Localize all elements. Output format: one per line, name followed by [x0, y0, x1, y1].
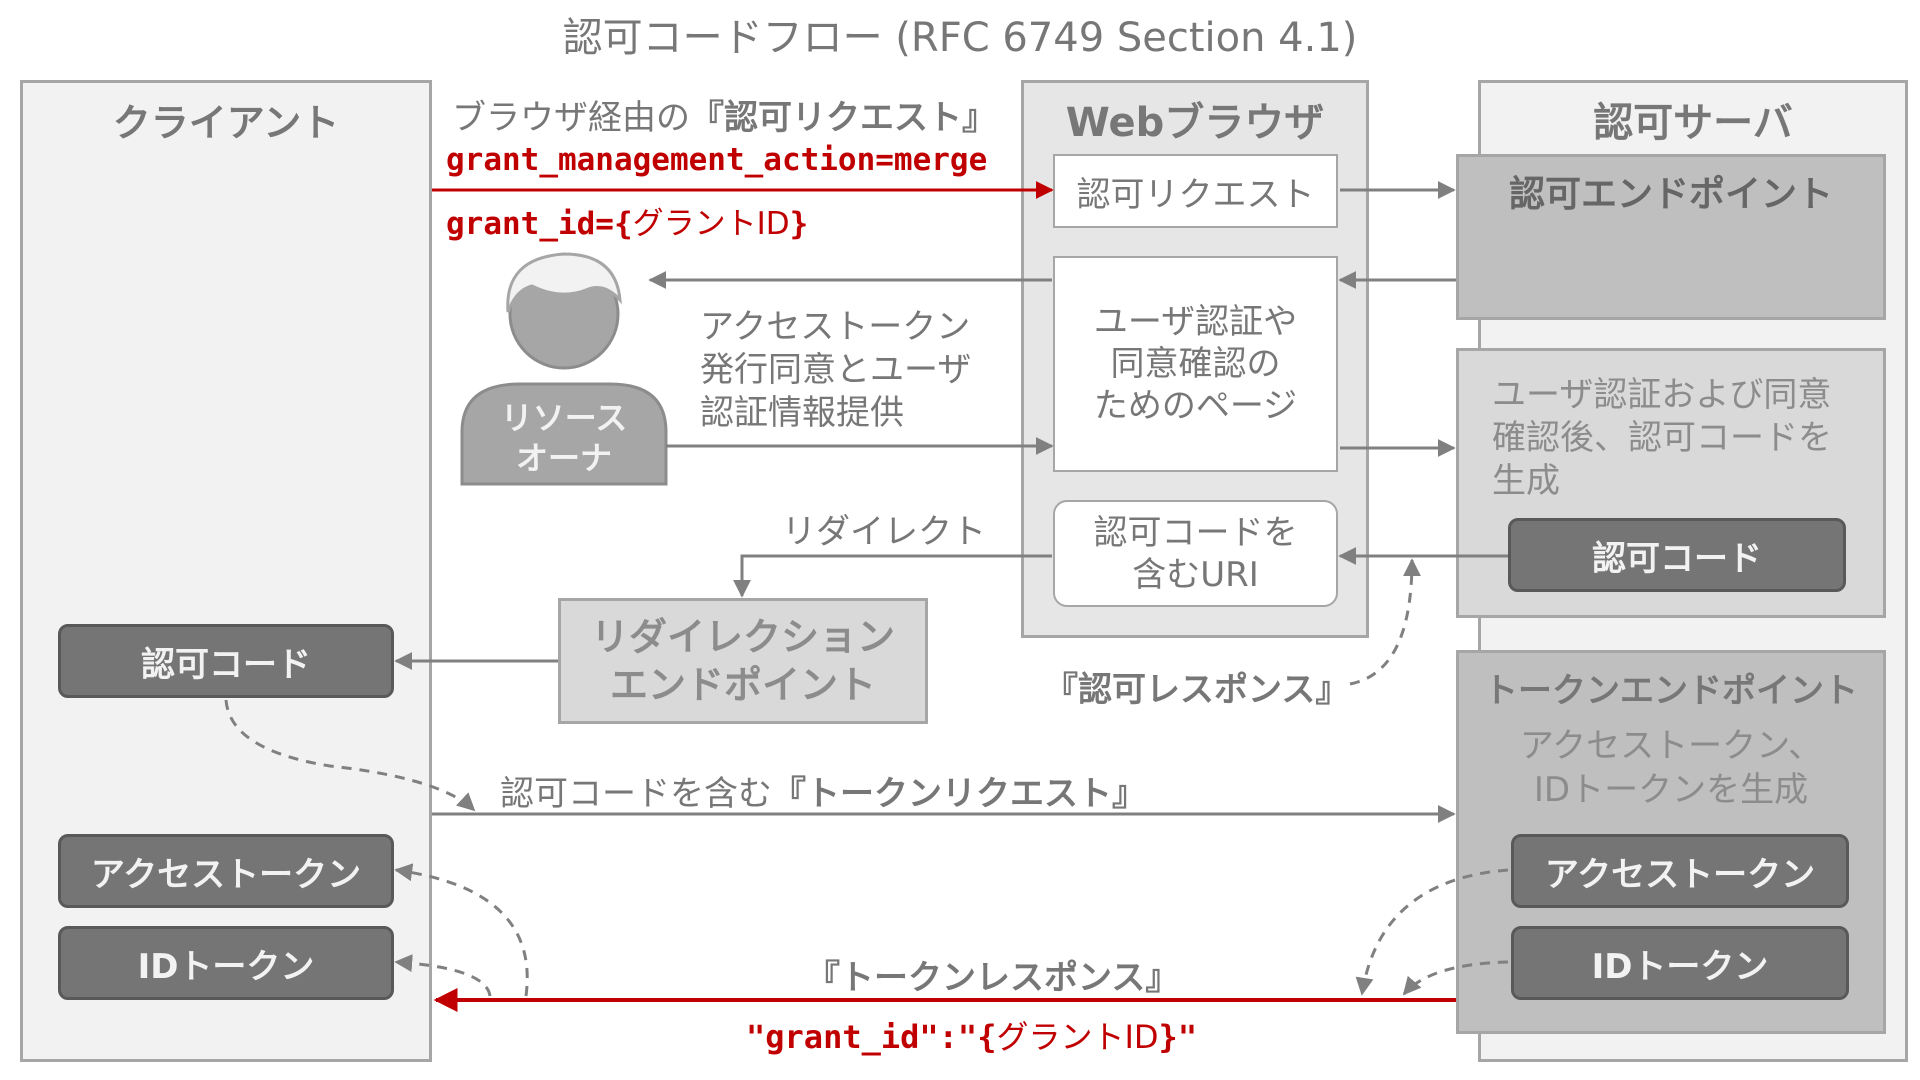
auth-endpoint-label: 認可エンドポイント	[1508, 174, 1833, 215]
token-request-prefix: 認可コードを含む	[500, 774, 772, 814]
arrow-server-id-token-dashed	[1402, 960, 1509, 996]
token-generate-text: アクセストークン、 IDトークンを生成	[1456, 722, 1886, 814]
consent-line-3: 生成	[1492, 461, 1560, 501]
token-generate-line-2: IDトークンを生成	[1533, 770, 1809, 810]
arrow-auth-response-dashed	[1349, 558, 1421, 686]
arrow-client-code-dashed	[224, 699, 476, 812]
param-grant-id: grant_id={グラントID}	[446, 198, 808, 243]
token-request-label: 認可コードを含む『トークンリクエスト』	[500, 766, 1146, 815]
via-browser-label: ブラウザ経由の『認可リクエスト』	[452, 90, 996, 139]
server-lane-title: 認可サーバ	[1593, 100, 1793, 146]
redirection-endpoint-line-1: リダイレクション	[590, 615, 895, 659]
browser-lane-title: Webブラウザ	[1065, 100, 1325, 146]
consent-text: ユーザ認証および同意 確認後、認可コードを 生成	[1492, 374, 1872, 503]
redirection-endpoint-box: リダイレクション エンドポイント	[558, 598, 928, 724]
code-uri-line-1: 認可コードを	[1093, 512, 1298, 553]
code-uri-line-2: 含むURI	[1132, 554, 1259, 595]
server-auth-code-box: 認可コード	[1508, 518, 1846, 592]
browser-code-uri-box: 認可コードを 含むURI	[1053, 500, 1338, 607]
auth-page-line-1: ユーザ認証や	[1093, 302, 1298, 342]
consent-provide-line-1: アクセストークン	[700, 307, 971, 347]
token-generate-line-1: アクセストークン、	[1519, 726, 1823, 766]
arrow-browser-redirect	[733, 554, 1052, 598]
redirect-label: リダイレクト	[782, 512, 986, 552]
consent-line-2: 確認後、認可コードを	[1492, 418, 1832, 458]
via-browser-prefix: ブラウザ経由の	[452, 98, 690, 138]
person-body-icon	[460, 382, 668, 486]
via-browser-bold: 『認可リクエスト』	[690, 98, 996, 138]
client-id-token-box: IDトークン	[58, 926, 394, 1000]
consent-provide-line-2: 発行同意とユーザ	[700, 350, 972, 390]
token-endpoint-label: トークンエンドポイント	[1484, 670, 1858, 711]
diagram-title: 認可コードフロー (RFC 6749 Section 4.1)	[562, 15, 1358, 61]
arrow-client-id-token-dashed	[394, 954, 492, 997]
client-lane-title: クライアント	[112, 100, 340, 145]
param-grant-id-suffix: }	[789, 206, 809, 242]
auth-page-line-2: 同意確認の	[1110, 344, 1281, 384]
browser-auth-request-box: 認可リクエスト	[1053, 154, 1338, 228]
person-hair-icon	[506, 252, 622, 313]
param-grant-id-prefix: grant_id={	[446, 206, 633, 242]
auth-page-line-3: ためのページ	[1093, 386, 1298, 426]
arrow-server-access-token-dashed	[1355, 868, 1509, 996]
server-id-token-box: IDトークン	[1511, 926, 1849, 1000]
grant-id-response-jp: グラントID	[996, 1018, 1159, 1056]
consent-provide-label: アクセストークン 発行同意とユーザ 認証情報提供	[700, 306, 971, 435]
grant-id-response-prefix: "grant_id":"{	[746, 1018, 997, 1056]
grant-id-response-suffix: }"	[1158, 1018, 1198, 1056]
server-access-token-box: アクセストークン	[1511, 834, 1849, 908]
arrow-client-access-token-dashed	[394, 863, 529, 997]
resource-owner-line-2: オーナ	[515, 439, 612, 477]
browser-auth-page-box: ユーザ認証や 同意確認の ためのページ	[1053, 256, 1338, 472]
param-management-action: grant_management_action=merge	[446, 142, 988, 178]
client-access-token-box: アクセストークン	[58, 834, 394, 908]
grant-id-response-label: "grant_id":"{グラントID}"	[746, 1012, 1197, 1058]
auth-endpoint-box	[1456, 154, 1886, 320]
consent-provide-line-3: 認証情報提供	[700, 393, 904, 433]
param-grant-id-jp: グラントID	[632, 206, 790, 242]
redirection-endpoint-line-2: エンドポイント	[609, 663, 876, 707]
resource-owner-line-1: リソース	[500, 399, 628, 437]
client-auth-code-box: 認可コード	[58, 624, 394, 698]
auth-response-label: 『認可レスポンス』	[1044, 670, 1350, 710]
resource-owner-label: リソース オーナ	[462, 396, 666, 480]
token-response-label: 『トークンレスポンス』	[806, 958, 1180, 998]
consent-line-1: ユーザ認証および同意	[1492, 375, 1832, 415]
token-request-bold: 『トークンリクエスト』	[772, 774, 1146, 814]
